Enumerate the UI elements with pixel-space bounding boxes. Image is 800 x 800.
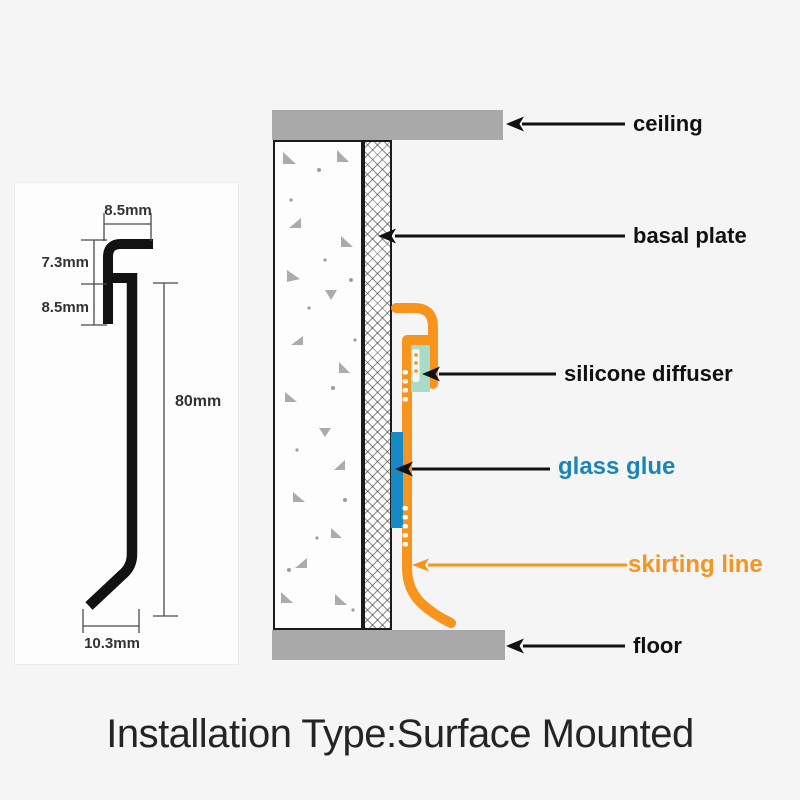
- dim-body-height: 80mm: [175, 393, 221, 410]
- profile-serration-dashes: [402, 370, 408, 547]
- dim-top-width: 8.5mm: [104, 202, 152, 219]
- dim-foot-width: 10.3mm: [84, 635, 140, 652]
- ceiling-slab: [272, 110, 503, 140]
- installation-type-caption: Installation Type:Surface Mounted: [106, 712, 694, 756]
- label-ceiling: ceiling: [633, 111, 703, 136]
- label-silicone-diffuser: silicone diffuser: [564, 361, 733, 386]
- profile-dimension-panel: 8.5mm 7.3mm 8.5mm 80mm 10.3mm: [14, 182, 239, 665]
- floor-arrow: [506, 638, 625, 654]
- glass-glue-block: [391, 432, 403, 528]
- label-floor: floor: [633, 633, 682, 658]
- skirting-profile-orange: [391, 303, 456, 628]
- basal-plate-arrow: [378, 228, 625, 244]
- wall-speckle-pattern: [281, 150, 357, 612]
- basal-plate-strip: [363, 140, 392, 630]
- label-basal-plate: basal plate: [633, 223, 747, 248]
- callout-arrows: [378, 116, 625, 654]
- glass-glue-arrow: [395, 461, 550, 477]
- ceiling-arrow: [506, 116, 625, 132]
- dim-hook-height: 8.5mm: [41, 299, 89, 316]
- skirting-line-arrow: [412, 558, 627, 572]
- profile-drawing: 8.5mm 7.3mm 8.5mm 80mm 10.3mm: [41, 202, 221, 652]
- dim-upper-height: 7.3mm: [41, 254, 89, 271]
- silicone-diffuser-block: [411, 345, 430, 392]
- label-glass-glue: glass glue: [558, 453, 676, 480]
- silicone-diffuser-arrow: [422, 366, 556, 382]
- dimension-lines: [81, 213, 178, 633]
- skirting-profile-outline: [85, 239, 153, 610]
- label-skirting-line: skirting line: [628, 551, 763, 578]
- wall-section: [273, 140, 363, 630]
- floor-slab: [272, 630, 505, 660]
